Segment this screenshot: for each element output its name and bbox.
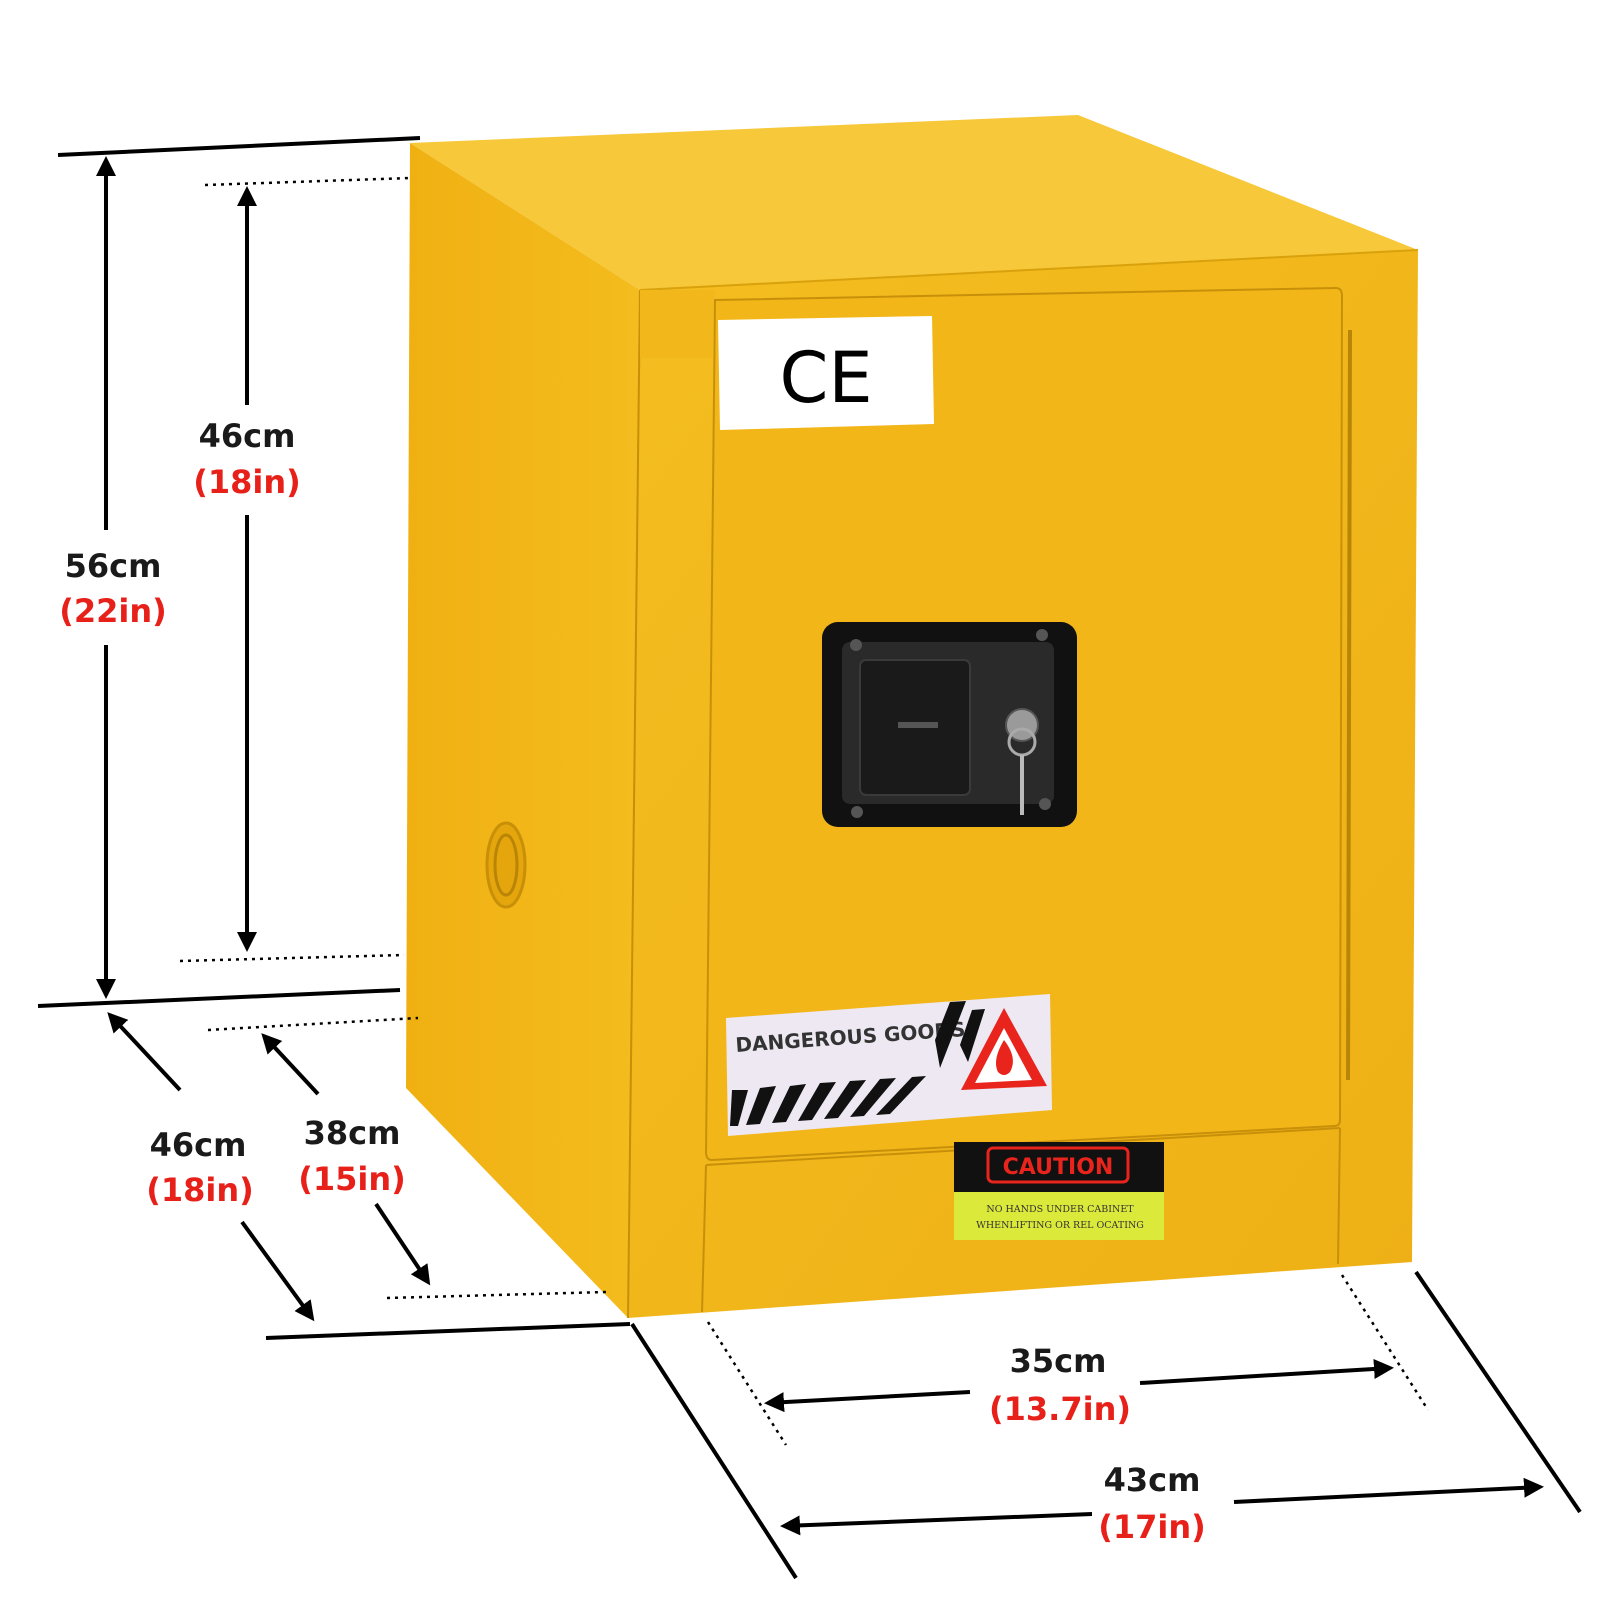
- key-lock-icon: [1005, 708, 1039, 815]
- total-depth-arrow-bottom: [240, 1220, 315, 1322]
- ce-mark: CE: [779, 337, 872, 419]
- caution-label: CAUTION NO HANDS UNDER CABINET WHENLIFTI…: [954, 1142, 1164, 1240]
- inner-depth-cm: 38cm: [304, 1114, 401, 1152]
- inner-depth-arrow-top: [261, 1033, 320, 1096]
- side-vent: [485, 821, 527, 909]
- height-top-extent: [57, 136, 421, 157]
- total-width-arrow-right: [1233, 1477, 1544, 1504]
- total-width-in: (17in): [1098, 1508, 1206, 1546]
- ce-label: CE: [718, 316, 934, 430]
- inner-width-in: (13.7in): [989, 1390, 1131, 1428]
- total-height-cm: 56cm: [65, 547, 162, 585]
- total-height-in: (22in): [59, 592, 167, 630]
- caution-line-2: WHENLIFTING OR REL OCATING: [976, 1220, 1144, 1231]
- inner-height-in: (18in): [193, 463, 301, 501]
- total-width-cm: 43cm: [1104, 1461, 1201, 1499]
- cabinet-top: [410, 115, 1418, 290]
- total-depth-arrow-top: [107, 1012, 182, 1092]
- inner-width-cm: 35cm: [1010, 1342, 1107, 1380]
- inner-depth-in: (15in): [298, 1160, 406, 1198]
- total-width-arrow-left: [780, 1512, 1093, 1536]
- total-depth-in: (18in): [146, 1171, 254, 1209]
- door-lock: [822, 622, 1077, 827]
- dangerous-goods-label: DANGEROUS GOODS: [726, 994, 1052, 1136]
- cabinet: CE DANGEROUS GOODS: [406, 115, 1419, 1319]
- door-hinge: [1346, 329, 1352, 1081]
- width-right-extent: [1414, 1270, 1582, 1514]
- width-left-extent: [630, 1322, 798, 1580]
- inner-width-arrow-left: [764, 1390, 971, 1413]
- caution-line-1: NO HANDS UNDER CABINET: [986, 1204, 1134, 1215]
- hazard-stripes: [730, 1001, 985, 1126]
- dimension-annotations: [37, 136, 1582, 1580]
- total-depth-cm: 46cm: [150, 1126, 247, 1164]
- height-bottom-extent: [37, 988, 401, 1008]
- flammable-warning-icon: [961, 1008, 1047, 1090]
- depth-front-extent: [265, 1322, 631, 1340]
- inner-width-arrow-right: [1139, 1358, 1394, 1385]
- caution-title: CAUTION: [1003, 1155, 1114, 1180]
- cabinet-side: [406, 143, 640, 1318]
- dimension-labels: 46cm (18in) 56cm (22in) 46cm (18in) 38cm…: [59, 417, 1206, 1546]
- inner-height-cm: 46cm: [199, 417, 296, 455]
- inner-depth-arrow-bottom: [374, 1202, 431, 1286]
